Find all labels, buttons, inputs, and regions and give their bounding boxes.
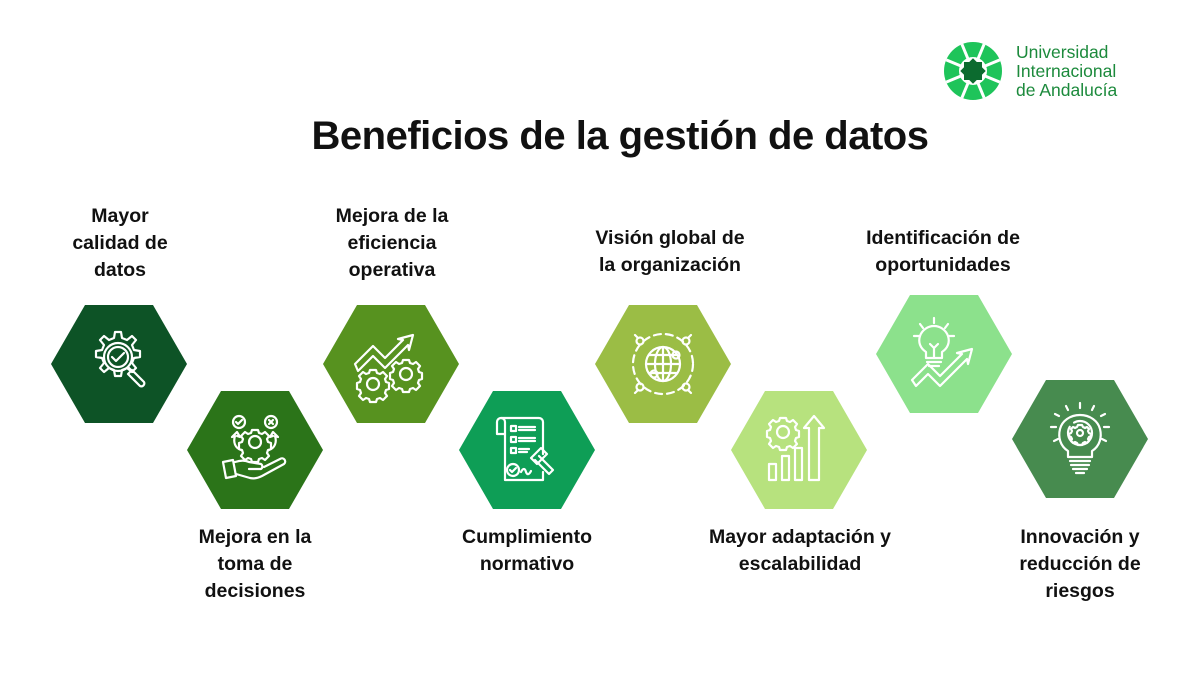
benefit-hexagon-operational-efficiency [323, 305, 459, 423]
label-line: oportunidades [875, 254, 1011, 276]
benefit-label-operational-efficiency: Mejora de la eficiencia operativa [302, 203, 482, 284]
benefit-label-decision-making: Mejora en la toma de decisiones [165, 524, 345, 605]
label-line: Mayor [91, 205, 149, 227]
label-line: normativo [479, 553, 575, 575]
label-line: Mejora en la [198, 526, 312, 548]
label-line: operativa [348, 259, 436, 281]
label-line: decisiones [204, 580, 306, 602]
hand-gear-decision-icon [221, 414, 287, 480]
logo-line: Internacional [1016, 60, 1117, 81]
logo-line: de Andalucía [1016, 79, 1118, 100]
lightbulb-gear-icon [1049, 401, 1111, 475]
gear-magnifier-check-icon [94, 330, 146, 388]
globe-network-icon [631, 332, 695, 396]
benefit-hexagon-data-quality [51, 305, 187, 423]
label-line: riesgos [1045, 580, 1115, 602]
document-gavel-icon [495, 416, 555, 482]
label-line: calidad de [72, 232, 168, 254]
gear-bar-chart-arrow-icon [765, 414, 826, 482]
label-line: la organización [599, 254, 741, 276]
label-line: reducción de [1019, 553, 1141, 575]
logo-line: Universidad [1016, 41, 1109, 62]
label-line: eficiencia [347, 232, 437, 254]
benefit-hexagon-regulatory-compliance [459, 391, 595, 509]
label-line: Mejora de la [335, 205, 449, 227]
label-line: Innovación y [1020, 526, 1140, 548]
benefit-hexagon-decision-making [187, 391, 323, 509]
benefit-label-scalability: Mayor adaptación y escalabilidad [700, 524, 900, 578]
benefit-label-data-quality: Mayor calidad de datos [30, 203, 210, 284]
benefit-hexagon-innovation [1012, 380, 1148, 498]
university-name: Universidad Internacional de Andalucía [1016, 41, 1118, 100]
page-title: Beneficios de la gestión de datos [311, 114, 929, 158]
label-line: datos [93, 259, 146, 281]
label-line: Visión global de [595, 227, 745, 249]
university-logo: Universidad Internacional de Andalucía [942, 40, 1117, 102]
lightbulb-trend-arrow-icon [910, 316, 974, 388]
label-line: toma de [217, 553, 293, 575]
label-line: Cumplimiento [462, 526, 592, 548]
benefit-hexagon-scalability [731, 391, 867, 509]
benefit-hexagon-opportunities [876, 295, 1012, 413]
label-line: Mayor adaptación y [708, 526, 892, 548]
label-line: escalabilidad [738, 553, 862, 575]
label-line: Identificación de [866, 227, 1020, 249]
benefit-hexagon-global-vision [595, 305, 731, 423]
gears-growth-arrow-icon [353, 333, 424, 404]
benefit-label-regulatory-compliance: Cumplimiento normativo [437, 524, 617, 578]
benefit-label-global-vision: Visión global de la organización [580, 225, 760, 279]
benefit-label-opportunities: Identificación de oportunidades [853, 225, 1033, 279]
uia-star-logo-icon [944, 42, 1002, 100]
benefit-label-innovation: Innovación y reducción de riesgos [990, 524, 1170, 605]
